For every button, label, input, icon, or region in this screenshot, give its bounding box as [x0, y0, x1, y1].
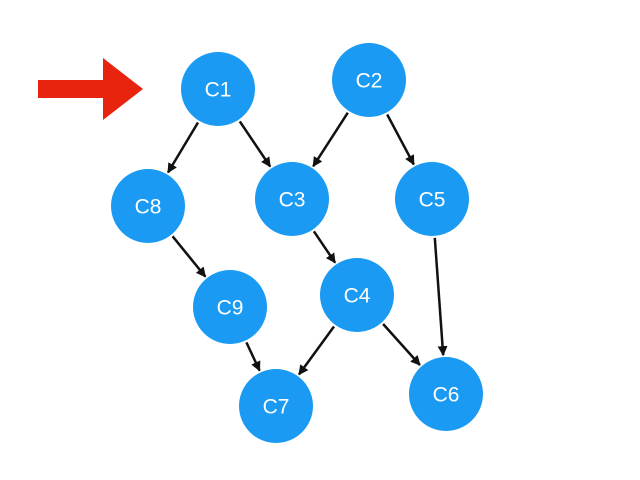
edge-c9-to-c7: [245, 341, 261, 372]
edge-c8-to-c9: [171, 235, 207, 278]
node-c3: C3: [255, 162, 329, 236]
node-circle: [181, 52, 255, 126]
node-label: C9: [217, 297, 244, 320]
edge-c4-to-c6: [382, 323, 421, 366]
edge-c2-to-c3: [312, 112, 349, 168]
node-c9: C9: [193, 270, 267, 344]
node-label: C4: [344, 285, 371, 308]
node-circle: [320, 258, 394, 332]
node-circle: [255, 162, 329, 236]
node-circle: [239, 369, 313, 443]
edge-c1-to-c8: [166, 121, 200, 174]
edge-c5-to-c6: [433, 237, 448, 357]
node-c8: C8: [111, 169, 185, 243]
node-c7: C7: [239, 369, 313, 443]
node-circle: [111, 169, 185, 243]
edge-c3-to-c4: [312, 230, 337, 264]
node-circle: [193, 270, 267, 344]
node-circle: [409, 357, 483, 431]
node-label: C5: [419, 189, 446, 212]
node-c1: C1: [181, 52, 255, 126]
edge-c4-to-c7: [297, 325, 336, 376]
node-label: C8: [135, 196, 162, 219]
edge-c2-to-c5: [386, 113, 415, 166]
node-label: C3: [279, 189, 306, 212]
node-c5: C5: [395, 162, 469, 236]
edge-c1-to-c3: [238, 120, 272, 168]
node-label: C1: [205, 79, 232, 102]
node-label: C2: [356, 70, 383, 93]
edges-layer: [166, 112, 448, 376]
node-c2: C2: [332, 43, 406, 117]
node-circle: [332, 43, 406, 117]
node-label: C6: [433, 384, 460, 407]
node-circle: [395, 162, 469, 236]
node-label: C7: [263, 396, 290, 419]
node-c6: C6: [409, 357, 483, 431]
start-arrow-icon: [38, 58, 143, 120]
node-c4: C4: [320, 258, 394, 332]
